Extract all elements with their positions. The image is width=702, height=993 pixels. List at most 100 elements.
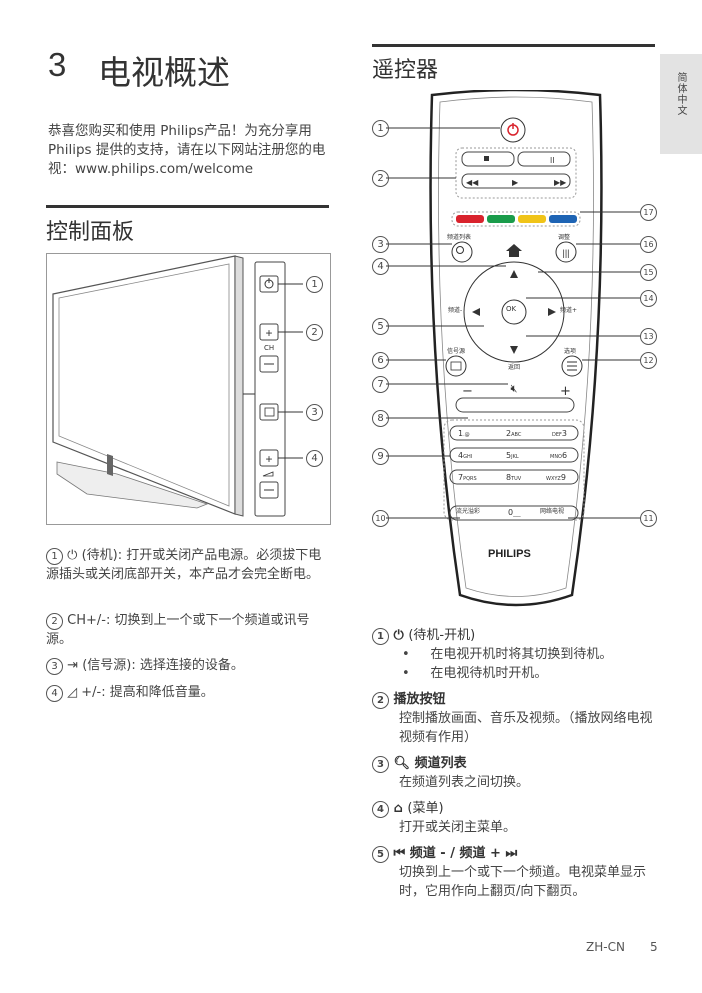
language-tab-label: 简体中文: [675, 72, 686, 116]
key-0: 0___: [508, 508, 521, 517]
remote-item-4: 4 ⌂ (菜单) 打开或关闭主菜单。: [372, 797, 662, 837]
label-net-tv: 网络电视: [540, 508, 565, 515]
remote-callout-16: 16: [640, 236, 657, 253]
svg-text:▶: ▶: [512, 178, 519, 187]
key-9: WXYZ9: [546, 473, 566, 482]
svg-text:II: II: [550, 156, 554, 165]
prev-icon: ⏮: [393, 846, 406, 861]
remote-callout-6: 6: [372, 352, 389, 369]
label-adjust: 调整: [558, 234, 571, 241]
control-panel-heading: 控制面板: [46, 219, 135, 244]
label-ch-plus: 频道+: [560, 307, 578, 314]
power-icon: ⏻: [67, 548, 78, 563]
language-tab: 简体中文: [660, 54, 702, 154]
key-8: 8TUV: [506, 473, 522, 482]
remote-callout-5: 5: [372, 318, 389, 335]
remote-item-2-number: 2: [372, 692, 389, 709]
remote-item-1-bullet-2: • 在电视待机时开机。: [402, 666, 548, 681]
source-icon: ⇥: [67, 658, 79, 673]
remote-item-4-number: 4: [372, 801, 389, 818]
remote-callout-3: 3: [372, 236, 389, 253]
remote-callout-8: 8: [372, 410, 389, 427]
remote-drawing: II ◀◀ ▶ ▶▶ ||| 🔇︎: [386, 88, 640, 607]
search-icon: 🔍︎: [393, 756, 411, 771]
home-icon: ⌂: [393, 801, 403, 816]
remote-callout-7: 7: [372, 376, 389, 393]
page-number: 5: [650, 940, 658, 954]
section-rule-remote: [372, 44, 655, 47]
remote-item-5-number: 5: [372, 846, 389, 863]
remote-callout-12: 12: [640, 352, 657, 369]
panel-callout-2: 2: [306, 324, 323, 341]
label-source: 信号源: [447, 348, 466, 355]
panel-item-3: 3 ⇥ (信号源): 选择连接的设备。: [46, 656, 331, 675]
label-options: 选项: [564, 348, 577, 355]
remote-item-3-number: 3: [372, 756, 389, 773]
svg-text:◀◀: ◀◀: [466, 178, 479, 187]
tv-drawing: + +: [52, 255, 303, 517]
remote-illustration: II ◀◀ ▶ ▶▶ ||| 🔇︎: [372, 88, 660, 610]
panel-item-2-number: 2: [46, 613, 63, 630]
volume-icon: ◿: [67, 685, 78, 700]
panel-item-3-text: (信号源): 选择连接的设备。: [82, 658, 244, 673]
remote-callout-15: 15: [640, 264, 657, 281]
key-7: 7PQRS: [458, 473, 477, 482]
remote-callout-17: 17: [640, 204, 657, 221]
chapter-title: 电视概述: [98, 54, 230, 91]
remote-item-1-title: (待机-开机): [408, 628, 476, 643]
panel-callout-4: 4: [306, 450, 323, 467]
next-icon: ⏭: [505, 846, 518, 861]
key-6: MNO6: [550, 451, 568, 460]
svg-text:▶▶: ▶▶: [554, 178, 567, 187]
section-rule-control-panel: [46, 205, 329, 208]
remote-item-2: 2 播放按钮 控制播放画面、音乐及视频。（播放网络电视视频有作用）: [372, 688, 662, 747]
key-2: 2ABC: [506, 429, 522, 438]
label-vol-plus: +: [560, 384, 571, 399]
remote-item-1-bullet-1: • 在电视开机时将其切换到待机。: [402, 647, 613, 662]
remote-callout-13: 13: [640, 328, 657, 345]
panel-item-1-text: (待机): 打开或关闭产品电源。必须拔下电源插头或关闭底部开关，本产品才会完全断…: [46, 548, 322, 582]
remote-item-3-text: 在频道列表之间切换。: [399, 775, 530, 790]
panel-item-4-number: 4: [46, 685, 63, 702]
key-3: DEF3: [552, 429, 567, 438]
remote-callout-11: 11: [640, 510, 657, 527]
remote-item-2-title: 播放按钮: [393, 692, 446, 707]
ch-label-text: CH: [264, 344, 275, 352]
key-5: 5JKL: [506, 451, 519, 460]
remote-callout-2: 2: [372, 170, 389, 187]
panel-item-1-number: 1: [46, 548, 63, 565]
remote-callout-14: 14: [640, 290, 657, 307]
panel-callout-1: 1: [306, 276, 323, 293]
philips-logo: PHILIPS: [488, 548, 531, 560]
remote-callout-10: 10: [372, 510, 389, 527]
svg-text:+: +: [265, 326, 272, 340]
label-channel-list: 频道列表: [447, 234, 472, 241]
label-ch-minus: 频道-: [448, 307, 463, 314]
remote-callout-1: 1: [372, 120, 389, 137]
svg-text:🔇︎: 🔇︎: [511, 382, 518, 395]
svg-text:|||: |||: [562, 248, 569, 258]
panel-item-4: 4 ◿ +/-: 提高和降低音量。: [46, 683, 331, 702]
panel-item-2: 2 CH+/-: 切换到上一个或下一个频道或讯号源。: [46, 611, 331, 649]
panel-item-1: 1 ⏻ (待机): 打开或关闭产品电源。必须拔下电源插头或关闭底部开关，本产品才…: [46, 546, 331, 584]
remote-item-3: 3 🔍︎ 频道列表 在频道列表之间切换。: [372, 752, 662, 792]
remote-item-1: 1 ⏻ (待机-开机) • 在电视开机时将其切换到待机。 • 在电视待机时开机。: [372, 624, 662, 683]
intro-paragraph: 恭喜您购买和使用 Philips产品！为充分享用Philips 提供的支持，请在…: [48, 123, 326, 177]
tv-illustration: + + 1 2 3 4 CH: [46, 253, 331, 525]
panel-callout-3: 3: [306, 404, 323, 421]
key-4: 4GHI: [458, 451, 473, 460]
remote-callout-9: 9: [372, 448, 389, 465]
remote-item-1-number: 1: [372, 628, 389, 645]
svg-text:+: +: [265, 452, 272, 466]
ok-label: OK: [506, 305, 517, 313]
panel-item-3-number: 3: [46, 658, 63, 675]
footer-language: ZH-CN: [586, 940, 625, 954]
remote-item-4-text: 打开或关闭主菜单。: [399, 820, 517, 835]
remote-heading: 遥控器: [372, 57, 439, 82]
key-1: 1.@: [458, 429, 470, 438]
remote-callout-4: 4: [372, 258, 389, 275]
panel-item-4-text: +/-: 提高和降低音量。: [81, 685, 214, 700]
label-vol-minus: −: [462, 384, 473, 399]
label-back: 返回: [508, 364, 521, 371]
remote-item-2-text: 控制播放画面、音乐及视频。（播放网络电视视频有作用）: [399, 711, 653, 745]
